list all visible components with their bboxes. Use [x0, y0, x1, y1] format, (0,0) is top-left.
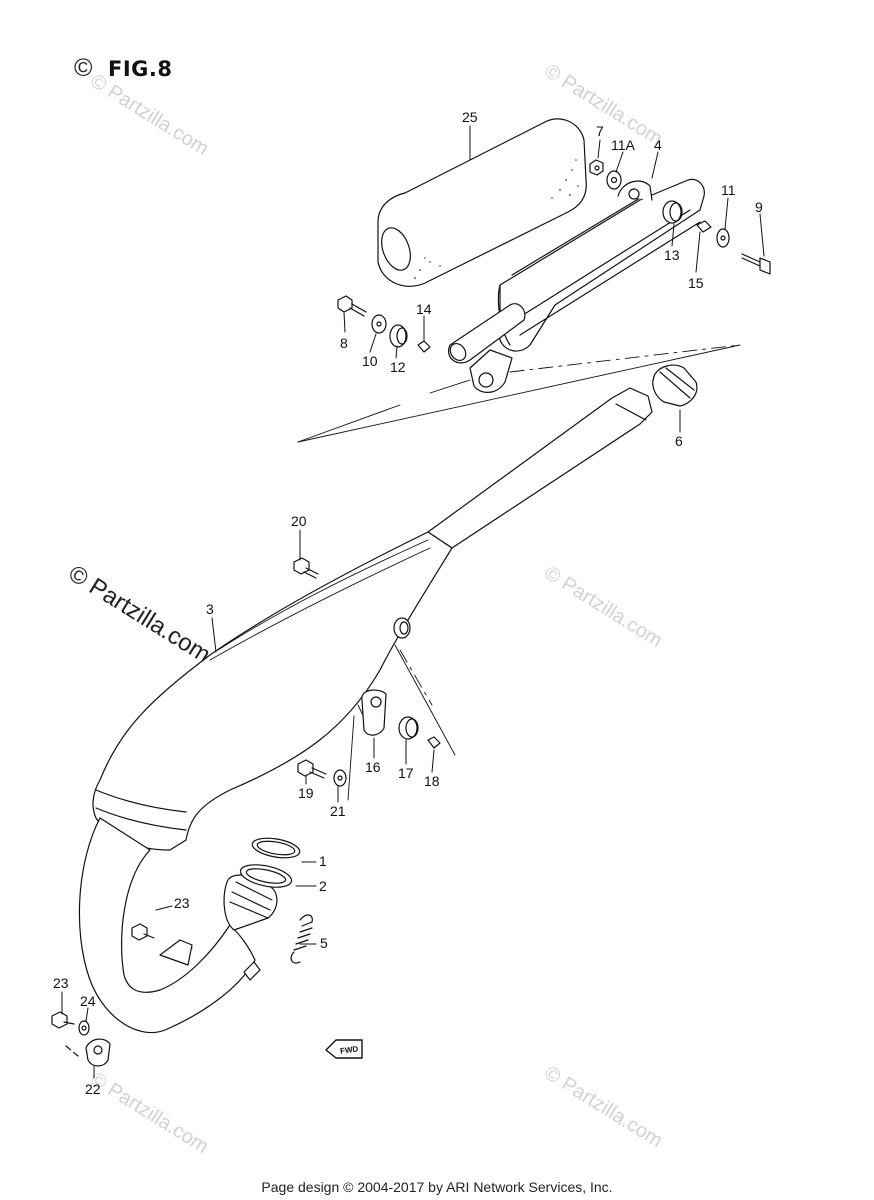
chamber-hardware: [294, 558, 440, 786]
part-label[interactable]: 9: [755, 199, 763, 215]
part-label[interactable]: 10: [362, 353, 378, 369]
fwd-label: FWD: [340, 1044, 360, 1055]
part-label[interactable]: 22: [85, 1081, 101, 1097]
part-label[interactable]: 7: [596, 123, 604, 139]
part-label[interactable]: 14: [416, 301, 432, 317]
part-label[interactable]: 21: [330, 803, 346, 819]
part-label[interactable]: 6: [675, 433, 683, 449]
part-label[interactable]: 25: [462, 109, 478, 125]
silencer-cover-25: [376, 119, 586, 286]
fwd-arrow-icon: FWD: [325, 1039, 363, 1059]
guide-lines-chamber: [348, 645, 455, 800]
part-label[interactable]: 4: [654, 137, 662, 153]
part-label[interactable]: 20: [291, 513, 307, 529]
part-label[interactable]: 24: [80, 993, 96, 1009]
lower-hardware: [52, 924, 154, 1066]
page-footer: Page design © 2004-2017 by ARI Network S…: [261, 1179, 613, 1195]
part-label[interactable]: 5: [320, 935, 328, 951]
part-label[interactable]: 16: [365, 759, 381, 775]
part-label[interactable]: 2: [319, 878, 327, 894]
part-labels: 25 7 11A 4 11 9 13 15 8 10 12 14 6 20 3 …: [53, 109, 763, 1097]
figure-title: FIG.8: [108, 57, 173, 81]
part-label[interactable]: 3: [206, 601, 214, 617]
part-label[interactable]: 12: [390, 359, 406, 375]
part-label[interactable]: 8: [340, 335, 348, 351]
joint-seal-6: [653, 365, 697, 406]
part-label[interactable]: 11: [721, 182, 736, 198]
part-label[interactable]: 23: [53, 975, 69, 991]
gaskets: [238, 835, 301, 891]
part-label[interactable]: 23: [174, 895, 190, 911]
part-label[interactable]: 17: [398, 765, 414, 781]
part-label[interactable]: 13: [664, 247, 680, 263]
part-label[interactable]: 1: [319, 853, 327, 869]
silencer-4: [447, 179, 704, 392]
silencer-hardware: [338, 160, 770, 352]
expansion-chamber-3: [79, 388, 652, 1033]
part-label[interactable]: 11A: [611, 137, 636, 153]
copyright-symbol: ©: [74, 54, 93, 82]
part-label[interactable]: 19: [298, 785, 314, 801]
guide-lines-silencer: [298, 345, 740, 442]
part-label[interactable]: 15: [688, 275, 704, 291]
leader-lines: [61, 125, 765, 1079]
spring-5: [291, 915, 312, 963]
part-label[interactable]: 18: [424, 773, 440, 789]
